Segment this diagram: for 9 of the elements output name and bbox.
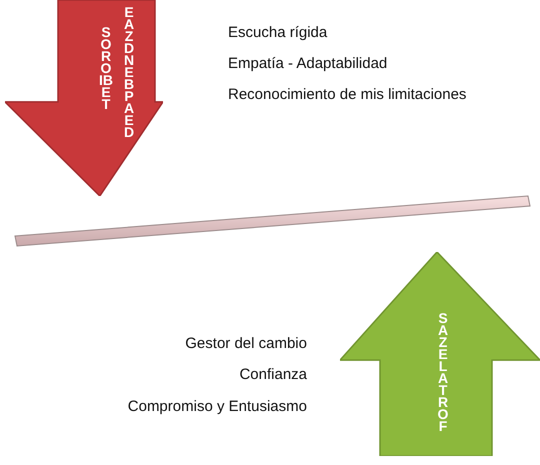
vertical-label: EAZDNEBPAED [122,6,136,138]
list-item: Escucha rígida [228,24,328,41]
list-item: Reconocimiento de mis limitaciones [228,86,466,103]
list-item: Confianza [239,366,307,383]
vertical-label: SAZELATROF [436,312,450,432]
list-item: Empatía - Adaptabilidad [228,55,388,72]
list-item: Compromiso y Entusiasmo [128,398,307,415]
vertical-label: SOROIBET [99,26,113,110]
list-item: Gestor del cambio [185,335,307,352]
